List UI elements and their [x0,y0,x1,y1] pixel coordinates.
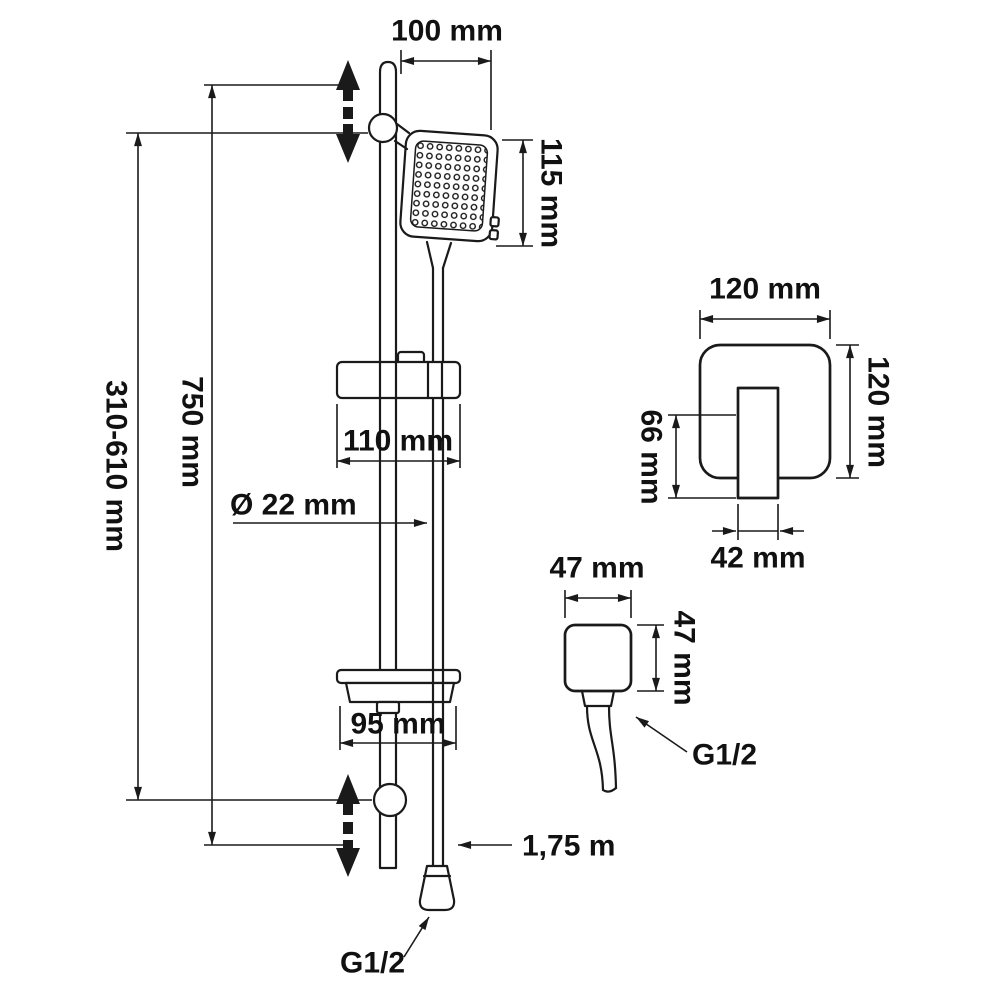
hand-shower-head [399,129,500,243]
spray-face [409,140,489,232]
hose-connector-detail [563,623,633,793]
wall-bracket-detail [698,343,832,500]
soap-dish [335,668,462,715]
label-bracket-height: 120 mm [862,356,895,468]
shower-hose [425,240,453,868]
bottom-wall-mount [372,782,408,818]
label-connector-height: 47 mm [668,610,701,705]
label-rail-adjust: 310-610 mm [100,380,133,552]
dimension-labels: 100 mm 115 mm 310-610 mm 750 mm 110 mm Ø… [100,15,895,980]
label-clamp-height: 66 mm [635,409,668,504]
label-bracket-width: 120 mm [709,273,821,306]
head-bracket-link [393,122,411,151]
label-hose-thread-bottom: G1/2 [340,947,405,980]
label-holder-width: 110 mm [343,425,453,458]
label-connector-width: 47 mm [549,552,644,585]
label-clamp-width: 42 mm [710,542,805,575]
label-rail-diameter: Ø 22 mm [230,489,357,522]
shower-rail [378,60,398,870]
label-head-height: 115 mm [535,138,568,248]
slider-holder [335,350,462,400]
label-hose-length: 1,75 m [522,830,615,863]
dimension-lines [126,50,859,958]
label-rail-length: 750 mm [176,376,209,488]
hose-nut-cone [418,864,456,912]
label-top-width: 100 mm [391,15,503,48]
label-dish-width: 95 mm [350,708,445,741]
top-wall-mount [367,112,399,144]
label-connector-thread: G1/2 [692,739,757,772]
height-adjust-arrows [336,60,360,877]
